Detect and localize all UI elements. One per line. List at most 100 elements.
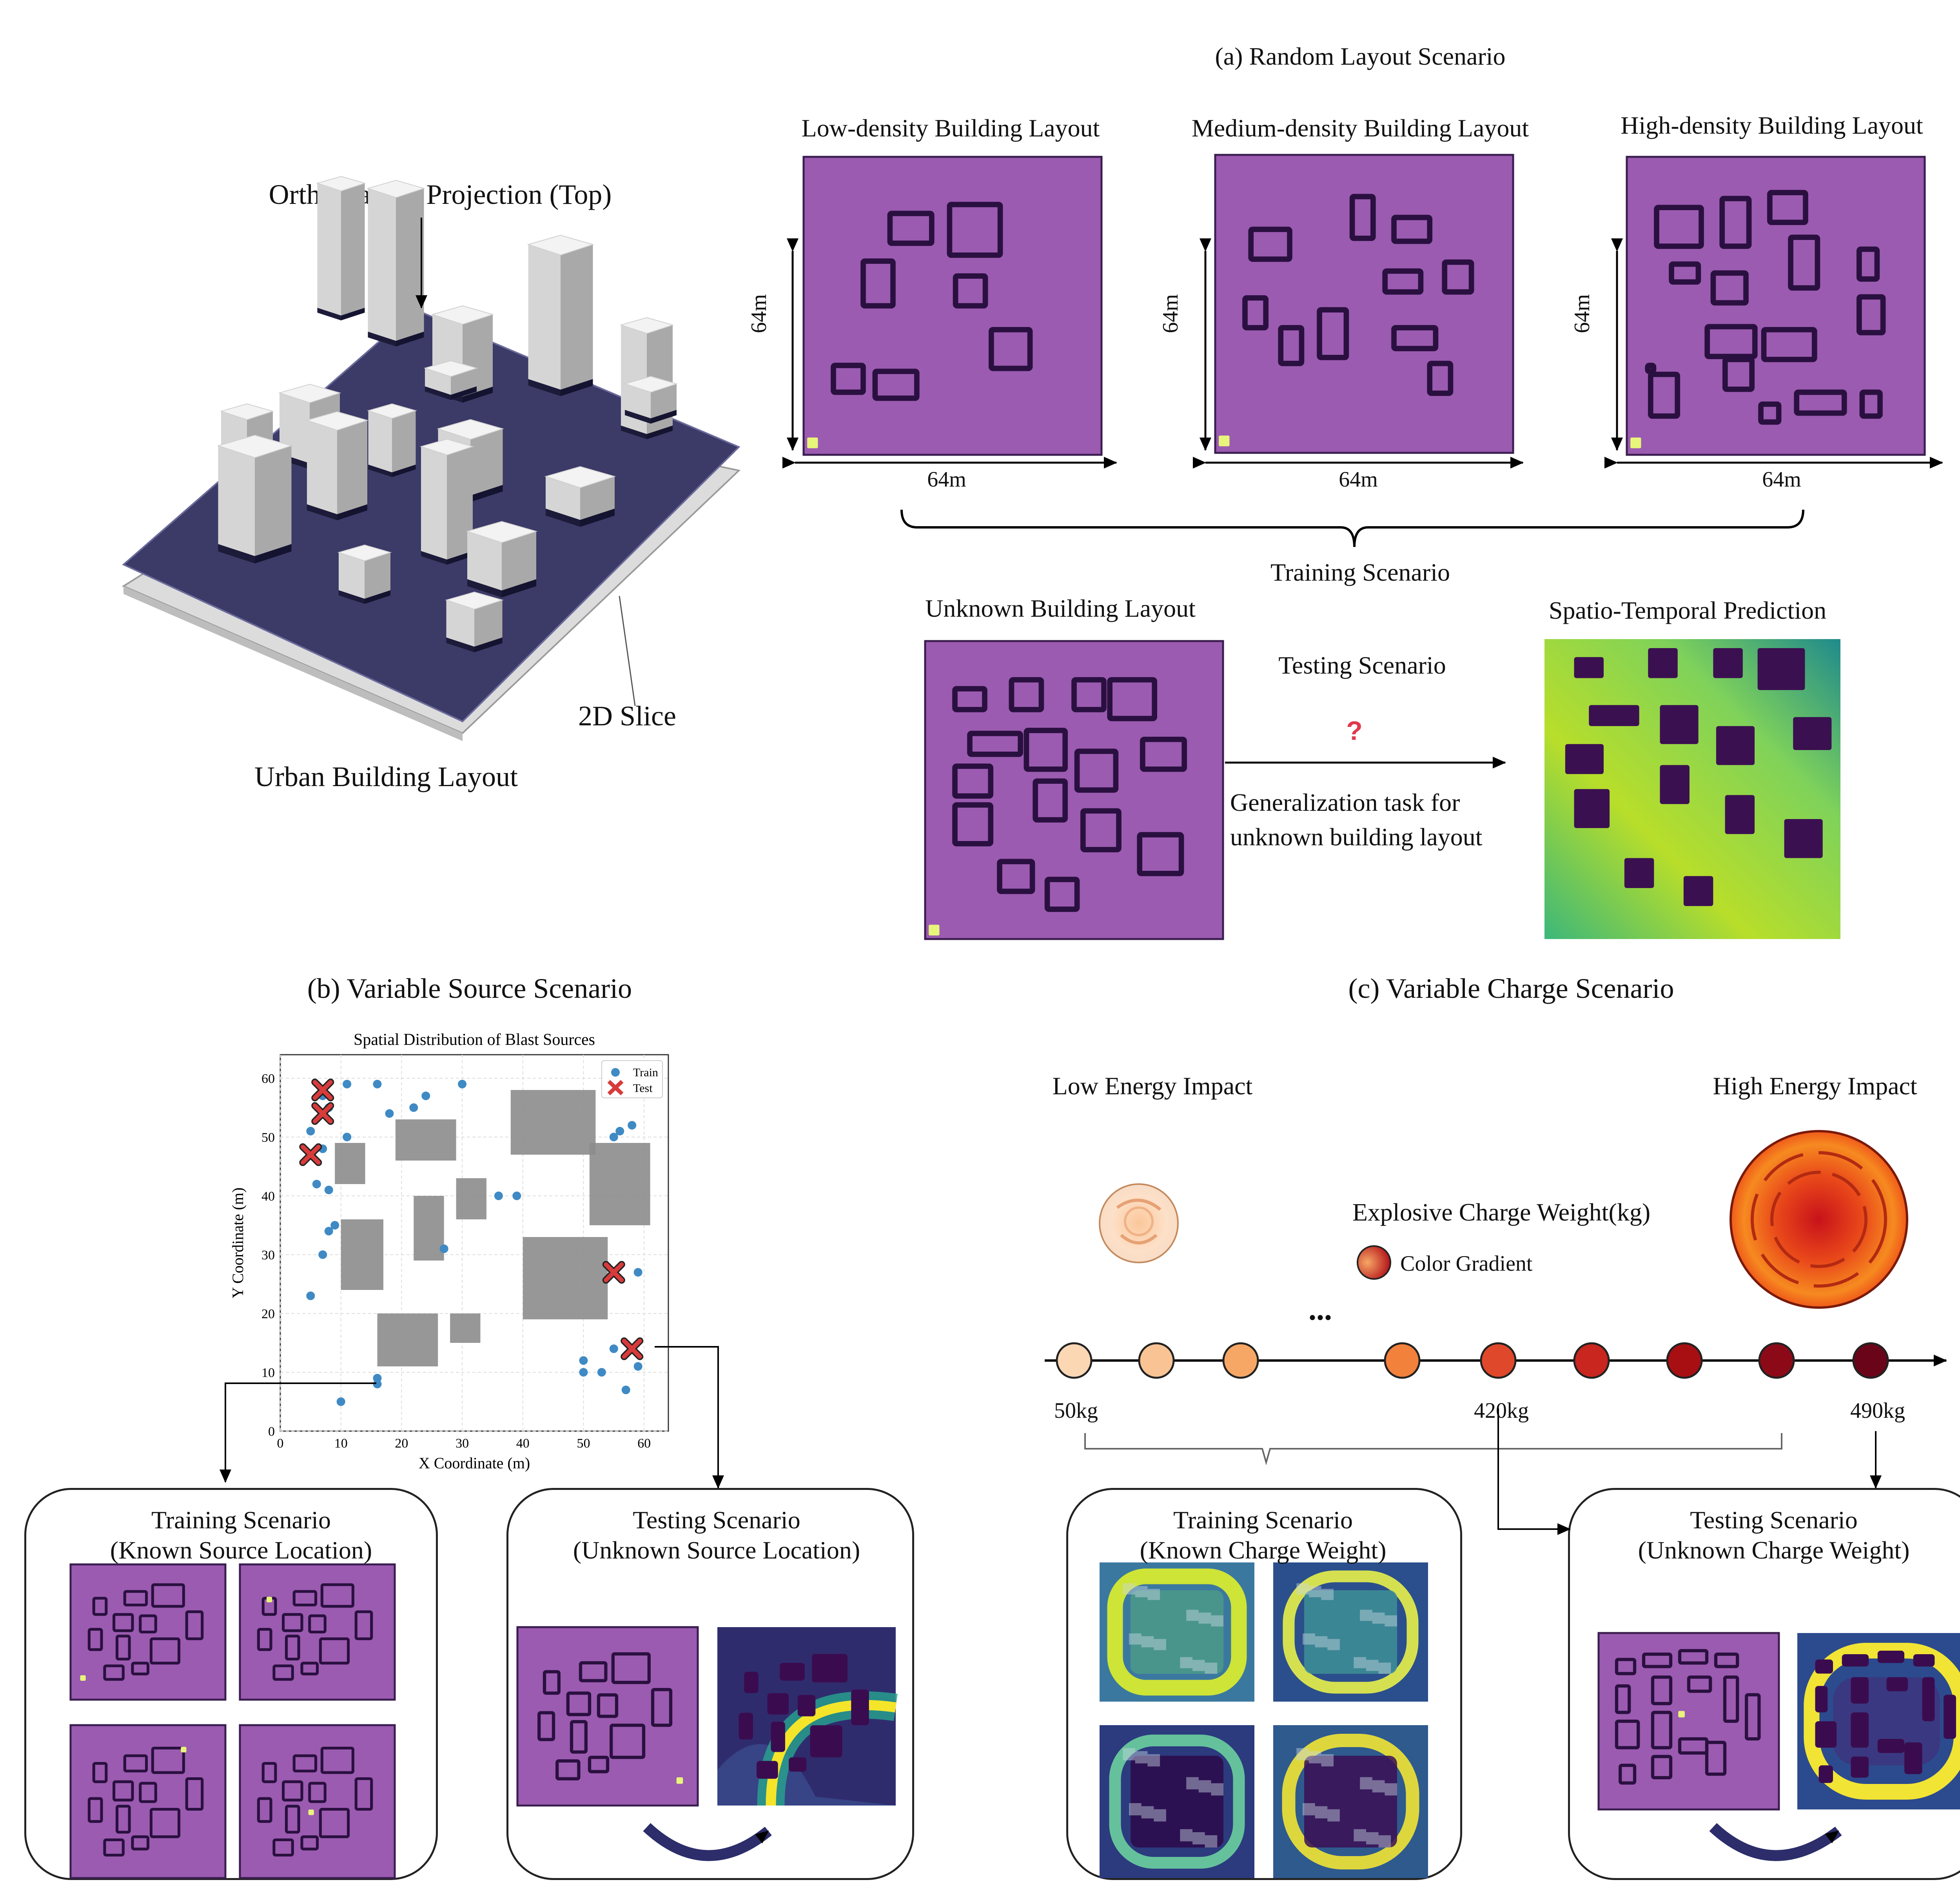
building-right-face xyxy=(651,383,677,424)
b-training-title-2: (Known Source Location) xyxy=(110,1536,372,1564)
building xyxy=(860,258,896,309)
c-420-connector xyxy=(1497,1408,1571,1535)
section-c-title: (c) Variable Charge Scenario xyxy=(1348,973,1674,1004)
blast-source xyxy=(807,437,818,449)
building-left-face xyxy=(438,429,470,502)
building-right-face xyxy=(392,411,416,478)
building-footprint xyxy=(1757,648,1805,690)
building-right-face xyxy=(247,411,273,498)
slice-leader-line xyxy=(619,596,636,706)
y-tick-label: 40 xyxy=(261,1189,275,1204)
charge-dot xyxy=(1138,1342,1175,1379)
building xyxy=(1080,808,1122,852)
building-right-face xyxy=(310,393,340,470)
building xyxy=(952,686,987,712)
building-base-left xyxy=(368,331,396,347)
building-footprint xyxy=(523,1237,608,1319)
building xyxy=(831,363,866,395)
charge-dot xyxy=(1573,1342,1610,1379)
building-base-right xyxy=(502,579,536,598)
building-base-left xyxy=(446,637,474,652)
building-roof xyxy=(367,403,417,419)
train-point xyxy=(615,1127,624,1135)
building-roof xyxy=(278,383,341,403)
building xyxy=(953,273,988,309)
y-axis-label: Y Coordinate (m) xyxy=(229,1188,247,1299)
high-energy-label: High Energy Impact xyxy=(1713,1072,1917,1100)
building-base-right xyxy=(463,387,493,403)
legend-box xyxy=(601,1060,663,1098)
map-background xyxy=(1626,156,1926,456)
training-scenario-label: Training Scenario xyxy=(1270,558,1450,586)
building-right-face xyxy=(463,314,493,403)
low-energy-blast xyxy=(1099,1183,1179,1263)
building xyxy=(1788,234,1820,291)
charge-dot xyxy=(1666,1342,1703,1379)
x-tick-label: 30 xyxy=(456,1436,469,1451)
layout-low-density xyxy=(802,156,1103,456)
train-point xyxy=(597,1368,606,1377)
blast-source xyxy=(1219,435,1230,447)
building-base-right xyxy=(396,331,424,347)
building xyxy=(1033,778,1068,823)
building xyxy=(1761,327,1817,362)
train-point xyxy=(409,1103,418,1112)
building-left-face xyxy=(467,531,502,598)
building-footprint xyxy=(450,1313,481,1343)
building xyxy=(1645,363,1657,374)
train-point xyxy=(633,1268,642,1277)
section-a-title: (a) Random Layout Scenario xyxy=(1215,42,1506,70)
train-point xyxy=(439,1244,448,1253)
building-footprint xyxy=(1660,705,1699,744)
building-base-right xyxy=(451,386,477,400)
building xyxy=(1278,325,1305,366)
train-point xyxy=(609,1344,618,1353)
building-base-right xyxy=(341,307,365,321)
building-roof xyxy=(544,466,616,489)
building-base-right xyxy=(365,590,390,604)
building xyxy=(988,327,1033,371)
train-point xyxy=(373,1380,382,1388)
charge-dot xyxy=(1222,1342,1259,1379)
building xyxy=(887,211,935,246)
building xyxy=(1349,194,1376,241)
building xyxy=(1137,832,1184,876)
building-base-left xyxy=(339,590,365,604)
building-roof xyxy=(220,403,274,420)
building xyxy=(1248,227,1292,262)
test-point xyxy=(621,1337,644,1360)
building-footprint xyxy=(1624,858,1654,888)
building-base-left xyxy=(218,544,255,564)
building-roof xyxy=(217,434,293,458)
building xyxy=(1722,356,1755,392)
test-point xyxy=(602,1261,625,1284)
low-energy-label: Low Energy Impact xyxy=(1052,1072,1253,1100)
building xyxy=(952,763,994,799)
layout-unknown xyxy=(924,640,1224,940)
building-right-face xyxy=(580,476,615,527)
building-left-face xyxy=(621,325,647,440)
building xyxy=(952,802,994,846)
height-label-medium: 64m xyxy=(1158,294,1183,333)
test-connector xyxy=(655,1346,724,1489)
height-label-high: 64m xyxy=(1570,294,1594,333)
building xyxy=(1427,361,1454,396)
legend-color-dot xyxy=(1357,1245,1391,1280)
blast-source xyxy=(929,925,940,936)
building-right-face xyxy=(502,531,536,598)
layout-medium-density xyxy=(1214,154,1514,454)
building-footprint xyxy=(1713,648,1743,678)
train-point xyxy=(318,1092,327,1100)
building-footprint xyxy=(335,1143,365,1184)
test-point xyxy=(311,1102,334,1125)
c-training-title-2: (Known Charge Weight) xyxy=(1140,1536,1387,1564)
building-roof xyxy=(445,591,504,610)
building-right-face xyxy=(255,445,292,564)
train-point xyxy=(579,1356,588,1365)
building-right-face xyxy=(647,325,673,440)
building-left-face xyxy=(421,446,447,565)
building-footprint xyxy=(1716,726,1755,765)
y-tick-label: 60 xyxy=(261,1072,275,1086)
building xyxy=(947,202,1003,258)
building-footprint xyxy=(1565,744,1604,774)
